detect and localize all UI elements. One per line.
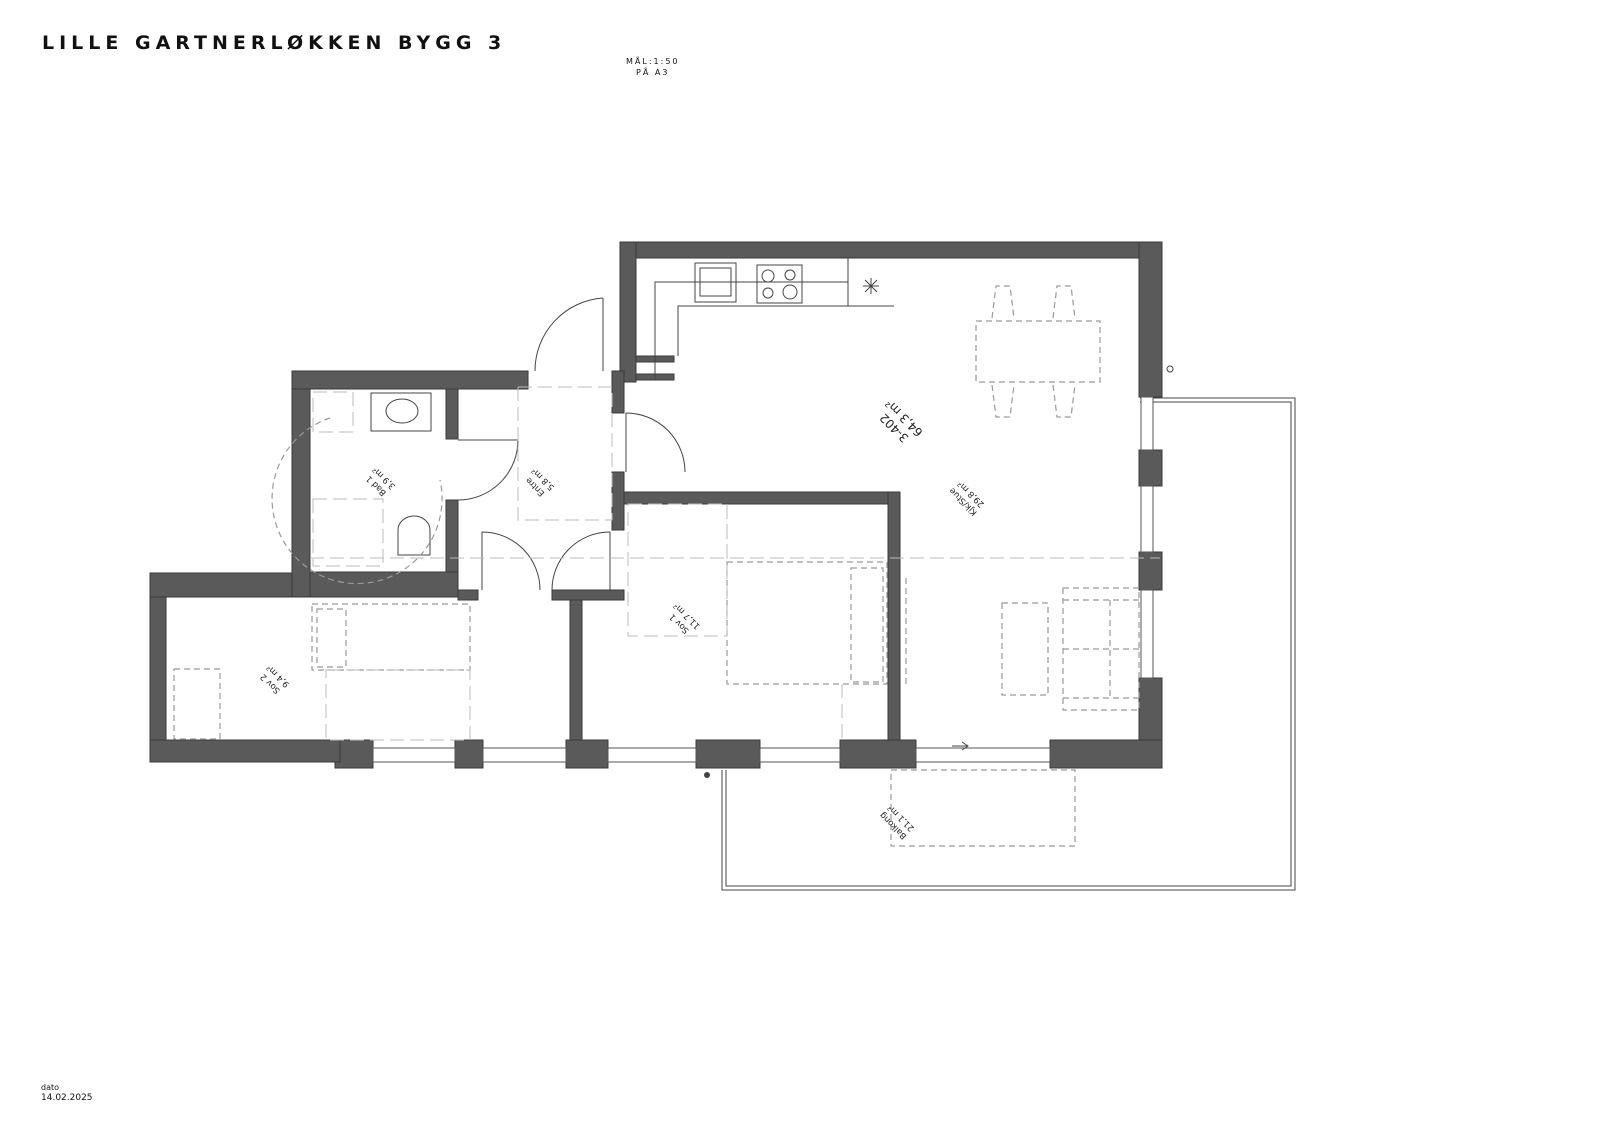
toilet-icon — [397, 515, 431, 556]
coffee-table — [1001, 602, 1049, 696]
bed-sov1 — [627, 503, 888, 740]
doors — [457, 297, 686, 591]
balcony-furniture-zone — [890, 769, 1076, 847]
paper-size: PÅ A3 — [636, 68, 670, 77]
windows — [372, 396, 1154, 763]
date-block: dato 14.02.2025 — [41, 1082, 93, 1104]
door-kitchen — [625, 412, 686, 473]
balcony-outline — [721, 397, 1296, 891]
date-value: 14.02.2025 — [41, 1093, 93, 1103]
scale-note: MÅL:1:50 PÅ A3 — [626, 56, 680, 78]
date-label: dato — [41, 1083, 60, 1092]
room-label-balkong: Balkong 21,1 m² — [878, 802, 917, 841]
sofa — [1062, 587, 1140, 711]
asterisk-icon — [863, 278, 879, 294]
dining-table — [975, 285, 1101, 418]
room-label-sov1: Sov 1 11,7 m² — [668, 600, 703, 635]
room-label-kjk-stue: Kjk/Stue 29,8 m² — [948, 478, 987, 517]
scale-ratio: MÅL:1:50 — [626, 57, 680, 66]
room-label-entre: Entre 5,8 m² — [524, 465, 557, 498]
desk-sov2 — [173, 668, 221, 740]
door-sov2 — [481, 531, 541, 591]
entre-closet-zone — [517, 386, 613, 521]
drawing-title: LILLE GARTNERLØKKEN BYGG 3 — [42, 32, 507, 54]
balcony-door — [915, 747, 1051, 763]
sink-icon — [694, 262, 737, 303]
bath-fixtures — [271, 391, 443, 585]
room-label-bad1: Bad 1 3,9 m² — [364, 464, 397, 497]
washbasin-icon — [370, 392, 432, 432]
bed-sov2 — [173, 603, 471, 741]
entry-door — [534, 297, 604, 372]
marker-dot-icon — [704, 772, 710, 778]
door-bath — [457, 439, 519, 501]
cooktop-icon — [756, 264, 803, 304]
room-label-sov2: Sov 2 9,4 m² — [259, 662, 292, 695]
door-sov1 — [551, 531, 611, 591]
walls — [149, 241, 1163, 769]
marker-circle-icon — [1166, 365, 1174, 373]
unit-label: 3-402 64,3 m² — [877, 396, 926, 445]
kitchen-counter — [654, 258, 894, 380]
